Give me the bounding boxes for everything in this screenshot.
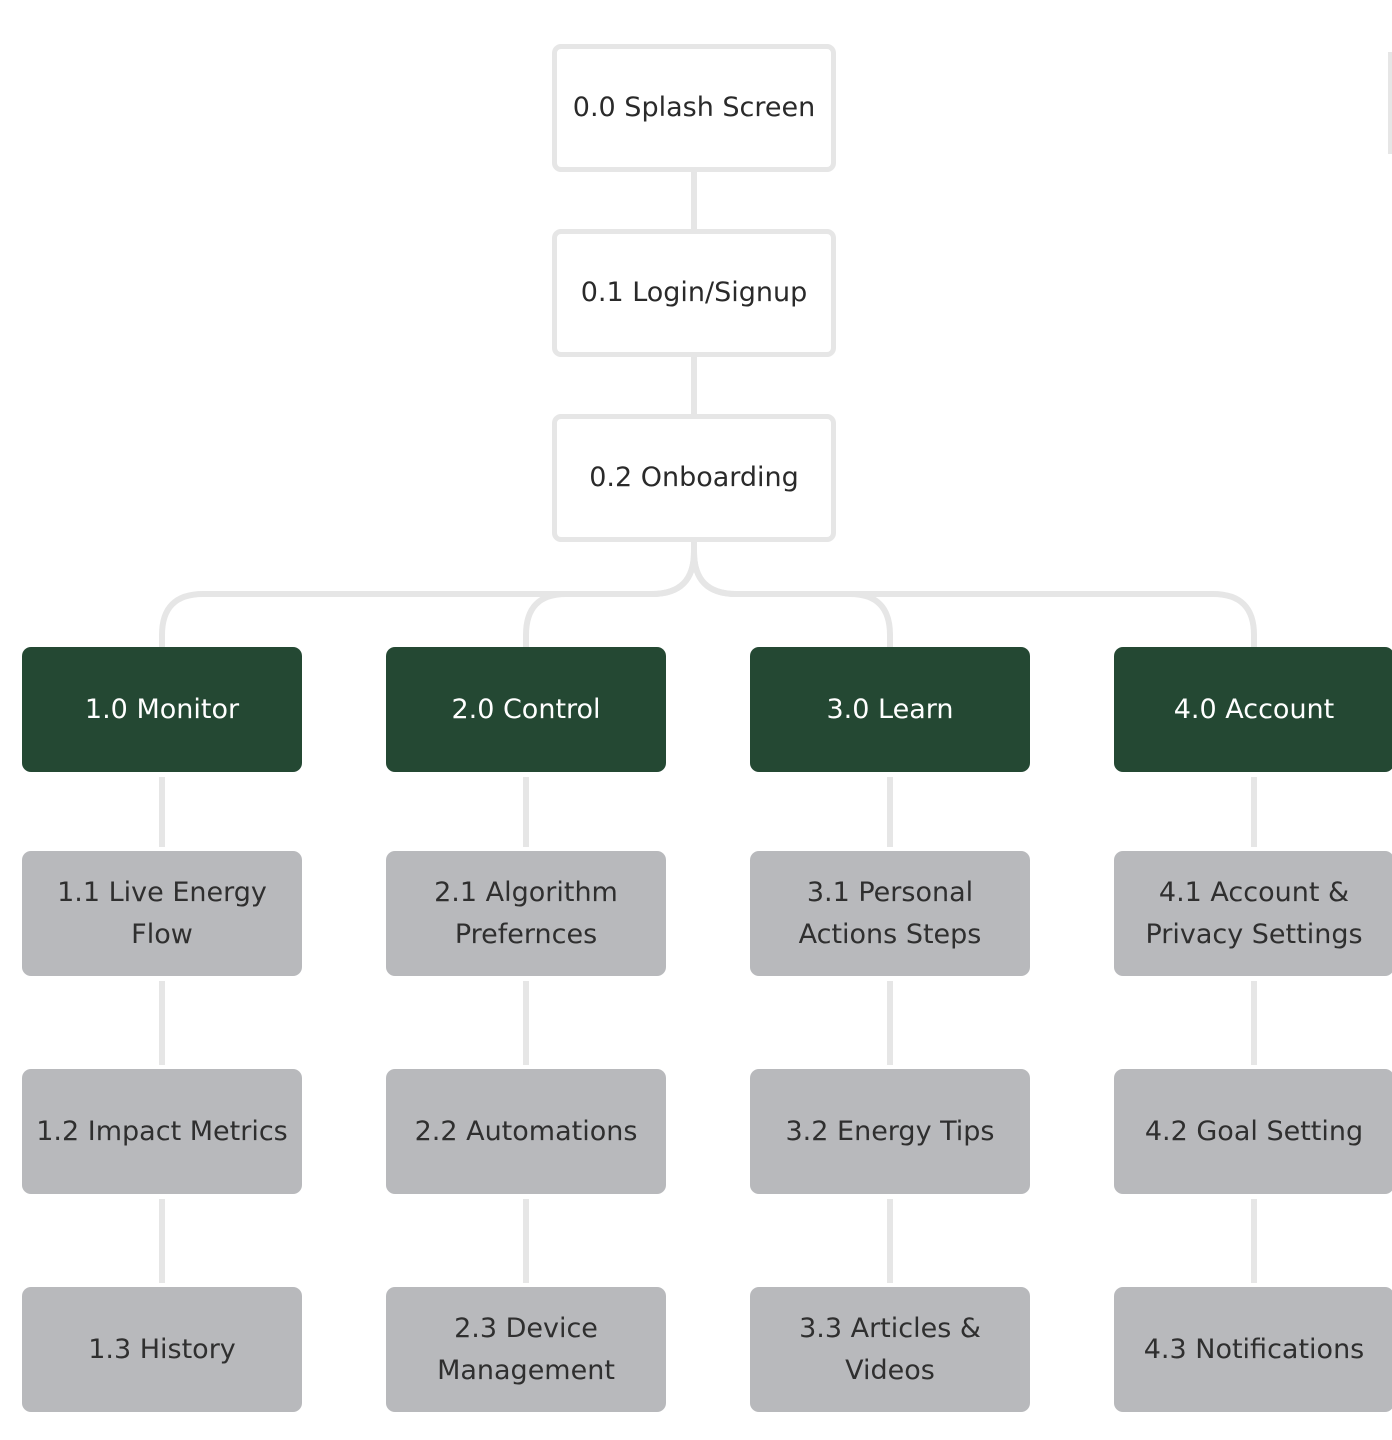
section-monitor-label: 1.0 Monitor [84,693,240,725]
node-login-signup[interactable]: 0.1 Login/Signup [552,229,836,357]
item-goal-setting-label: 4.2 Goal Setting [1144,1115,1364,1147]
section-monitor[interactable]: 1.0 Monitor [22,647,302,772]
item-energy-tips-label: 3.2 Energy Tips [785,1115,995,1147]
item-device-management-label: 2.3 Device Management [437,1312,615,1386]
item-live-energy-flow-label: 1.1 Live Energy Flow [57,876,267,950]
section-account-label: 4.0 Account [1173,693,1335,725]
connector-onboarding-control [523,542,697,647]
item-notifications-label: 4.3 Notifications [1143,1333,1365,1365]
offscreen-node-edge [1388,52,1392,154]
item-account-privacy-settings-label: 4.1 Account & Privacy Settings [1145,876,1363,950]
item-impact-metrics[interactable]: 1.2 Impact Metrics [22,1069,302,1194]
item-algorithm-preferences[interactable]: 2.1 Algorithm Prefernces [386,851,666,976]
item-articles-videos[interactable]: 3.3 Articles & Videos [750,1287,1030,1412]
section-control[interactable]: 2.0 Control [386,647,666,772]
item-energy-tips[interactable]: 3.2 Energy Tips [750,1069,1030,1194]
item-automations-label: 2.2 Automations [414,1115,638,1147]
section-control-label: 2.0 Control [451,693,601,725]
node-login-signup-label: 0.1 Login/Signup [580,277,808,308]
item-history[interactable]: 1.3 History [22,1287,302,1412]
item-history-label: 1.3 History [88,1333,236,1365]
item-personal-actions-steps[interactable]: 3.1 Personal Actions Steps [750,851,1030,976]
item-personal-actions-steps-label: 3.1 Personal Actions Steps [798,876,982,950]
item-articles-videos-label: 3.3 Articles & Videos [799,1312,981,1386]
section-learn[interactable]: 3.0 Learn [750,647,1030,772]
section-learn-label: 3.0 Learn [826,693,954,725]
item-automations[interactable]: 2.2 Automations [386,1069,666,1194]
item-live-energy-flow[interactable]: 1.1 Live Energy Flow [22,851,302,976]
item-algorithm-preferences-label: 2.1 Algorithm Prefernces [434,876,618,950]
item-goal-setting[interactable]: 4.2 Goal Setting [1114,1069,1392,1194]
section-account[interactable]: 4.0 Account [1114,647,1392,772]
node-splash-screen[interactable]: 0.0 Splash Screen [552,44,836,172]
connector-onboarding-account [691,542,1257,647]
item-impact-metrics-label: 1.2 Impact Metrics [36,1115,288,1147]
node-onboarding[interactable]: 0.2 Onboarding [552,414,836,542]
item-account-privacy-settings[interactable]: 4.1 Account & Privacy Settings [1114,851,1392,976]
item-device-management[interactable]: 2.3 Device Management [386,1287,666,1412]
item-notifications[interactable]: 4.3 Notifications [1114,1287,1392,1412]
node-onboarding-label: 0.2 Onboarding [589,462,799,493]
node-splash-screen-label: 0.0 Splash Screen [572,92,816,123]
